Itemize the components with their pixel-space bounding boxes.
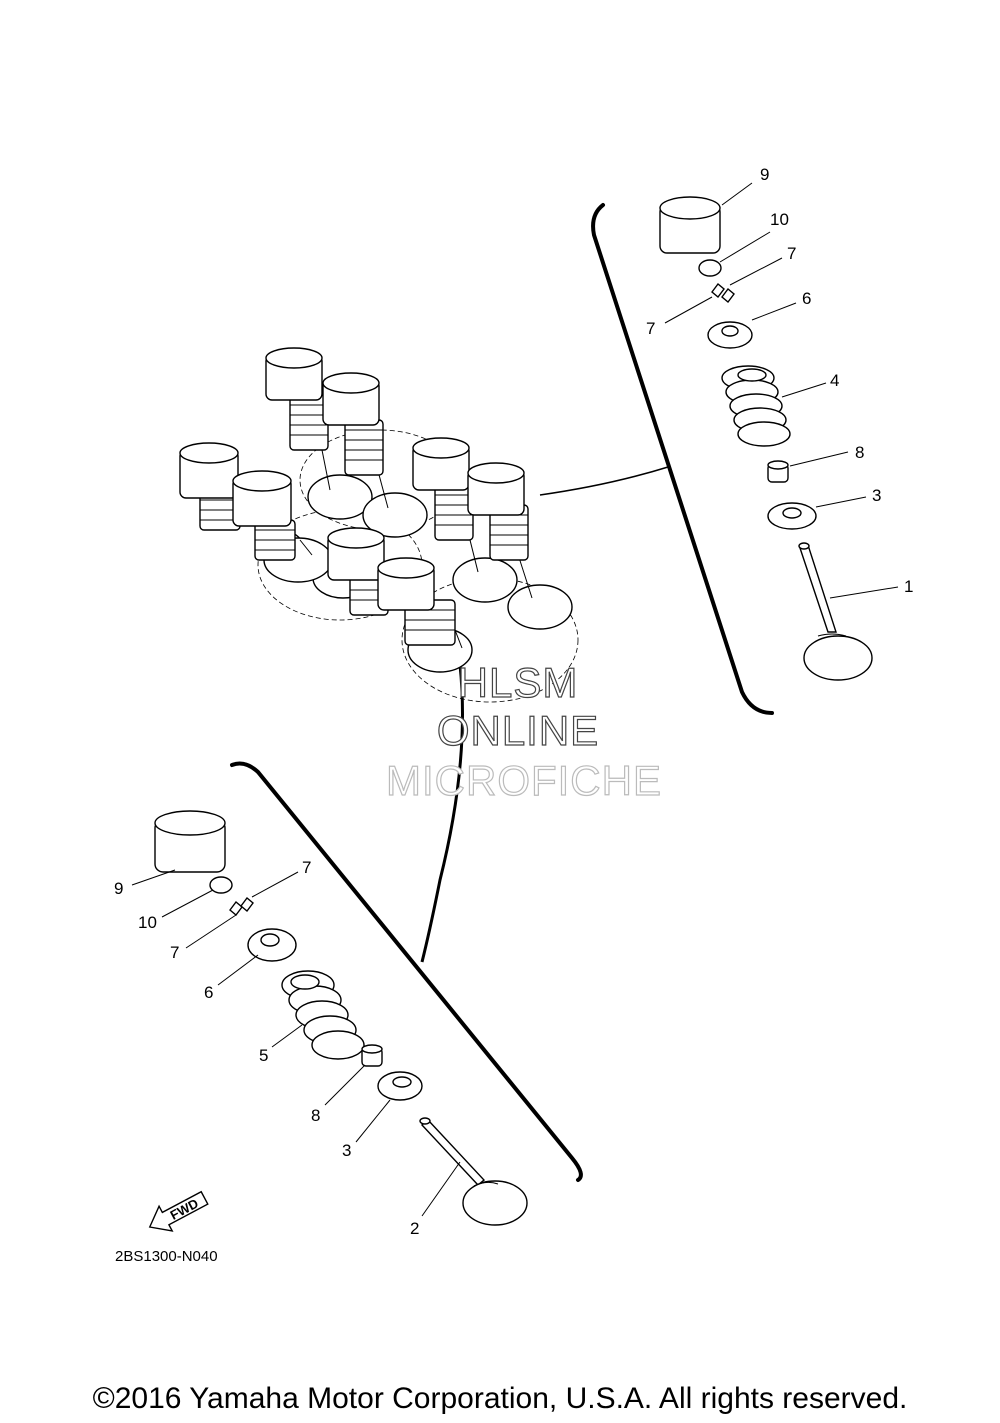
exhaust-callout-spring: 5 bbox=[259, 1046, 268, 1065]
intake-callout-spring-seat: 3 bbox=[872, 486, 881, 505]
intake-stem-seal bbox=[767, 460, 789, 483]
exhaust-callout-spring-seat: 3 bbox=[342, 1141, 351, 1160]
watermark: HLSM ONLINE MICROFICHE bbox=[385, 658, 662, 804]
fwd-arrow-icon: FWD bbox=[148, 1190, 209, 1232]
intake-callout-spring: 4 bbox=[830, 371, 839, 390]
watermark-line1: HLSM bbox=[458, 659, 579, 706]
exhaust-callout-pad: 10 bbox=[138, 913, 157, 932]
copyright-notice: ©2016 Yamaha Motor Corporation, U.S.A. A… bbox=[93, 1382, 908, 1415]
intake-valve-exploded: 9 10 7 7 6 4 8 3 1 bbox=[646, 165, 913, 681]
intake-callout-retainer: 6 bbox=[802, 289, 811, 308]
exhaust-valve bbox=[419, 1117, 528, 1226]
exhaust-stem-seal bbox=[361, 1044, 383, 1067]
exhaust-pad bbox=[209, 876, 233, 894]
exhaust-cotter bbox=[229, 900, 243, 917]
connector-line-exhaust bbox=[420, 664, 464, 963]
fwd-label: FWD bbox=[168, 1196, 201, 1223]
exhaust-callout-cotter-lower: 7 bbox=[170, 943, 179, 962]
exhaust-lifter bbox=[154, 810, 226, 873]
intake-bracket bbox=[591, 203, 774, 715]
watermark-line2: ONLINE bbox=[437, 707, 599, 754]
intake-spring bbox=[721, 365, 791, 447]
exhaust-callout-retainer: 6 bbox=[204, 983, 213, 1002]
intake-callout-cotter-upper: 7 bbox=[787, 244, 796, 263]
exhaust-callout-lifter: 9 bbox=[114, 879, 123, 898]
intake-pad bbox=[698, 259, 722, 277]
intake-callout-stem-seal: 8 bbox=[855, 443, 864, 462]
exhaust-retainer bbox=[247, 928, 297, 962]
intake-callout-cotter-lower: 7 bbox=[646, 319, 655, 338]
intake-callout-lifter: 9 bbox=[760, 165, 769, 184]
connector-line-intake bbox=[539, 466, 669, 496]
intake-spring-seat bbox=[767, 502, 817, 530]
drawing-code: 2BS1300-N040 bbox=[115, 1248, 218, 1265]
center-valve-cluster bbox=[179, 347, 579, 703]
intake-lifter bbox=[659, 196, 721, 254]
exhaust-bracket bbox=[230, 761, 583, 1182]
exhaust-valve-exploded: 9 10 7 7 6 5 8 3 2 bbox=[114, 810, 528, 1238]
exhaust-callout-valve: 2 bbox=[410, 1219, 419, 1238]
exhaust-spring-seat bbox=[377, 1071, 423, 1101]
exhaust-spring bbox=[281, 970, 365, 1060]
intake-valve bbox=[798, 542, 873, 681]
watermark-line3: MICROFICHE bbox=[386, 757, 662, 804]
intake-callout-valve: 1 bbox=[904, 577, 913, 596]
intake-retainer bbox=[707, 321, 753, 349]
exhaust-callout-stem-seal: 8 bbox=[311, 1106, 320, 1125]
exhaust-callout-cotter-upper: 7 bbox=[302, 858, 311, 877]
intake-callout-pad: 10 bbox=[770, 210, 789, 229]
intake-cotter bbox=[711, 282, 725, 299]
